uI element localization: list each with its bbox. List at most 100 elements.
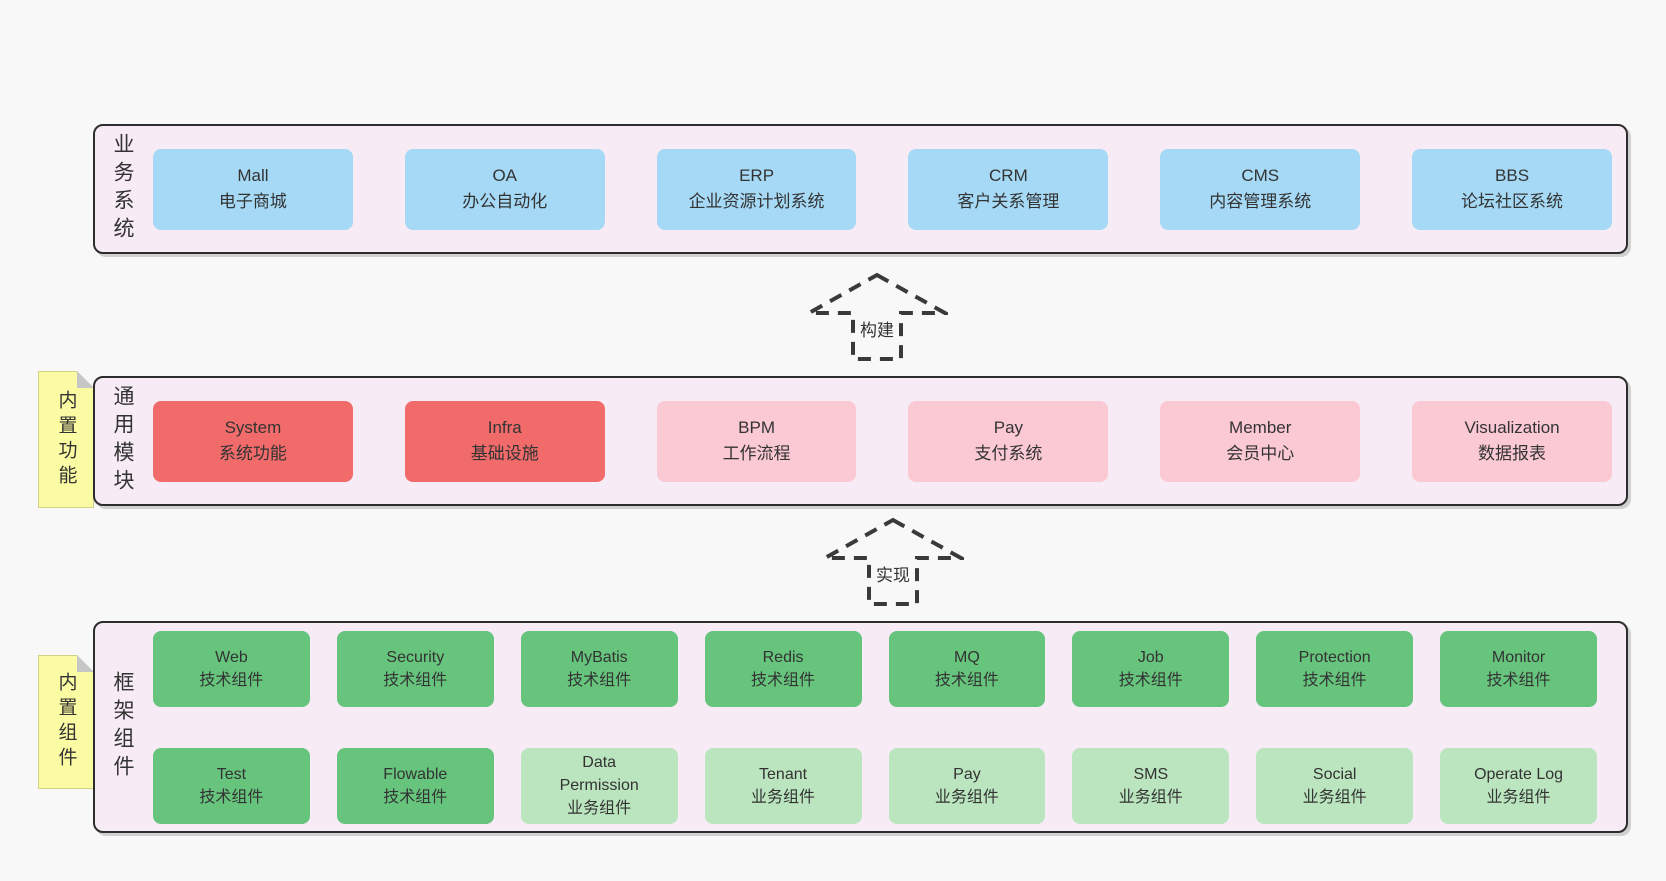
box-subtitle: 支付系统 xyxy=(974,444,1043,463)
box-subtitle: 电子商城 xyxy=(218,192,287,211)
box-title: Operate Log xyxy=(1474,765,1564,783)
box-subtitle: 业务组件 xyxy=(1486,788,1551,806)
business-systems-layer: 业务系统 Mall 电子商城 OA 办公自动化 ERP 企业资源计划系统 CRM… xyxy=(93,124,1628,254)
box-subtitle: 系统功能 xyxy=(218,444,287,463)
box-infra: Infra 基础设施 xyxy=(404,400,605,482)
box-title: SMS xyxy=(1133,765,1169,783)
box-title: System xyxy=(224,418,282,437)
box-subtitle: 技术组件 xyxy=(383,671,448,689)
box-erp: ERP 企业资源计划系统 xyxy=(656,148,857,230)
box-subtitle: 业务组件 xyxy=(1118,788,1183,806)
box-title: Tenant xyxy=(759,765,808,783)
box-title: Visualization xyxy=(1464,418,1560,437)
sticky-note-builtin-features: 内置功能 xyxy=(38,371,94,508)
box-title: Job xyxy=(1137,648,1164,666)
box-title: Member xyxy=(1229,418,1292,437)
box-title: Web xyxy=(215,648,248,666)
box-subtitle: 业务组件 xyxy=(934,788,999,806)
box-redis: Redis 技术组件 xyxy=(704,630,862,707)
box-subtitle: 客户关系管理 xyxy=(957,192,1060,211)
up-arrow-icon xyxy=(806,272,948,361)
box-subtitle: 技术组件 xyxy=(934,671,999,689)
box-title: BBS xyxy=(1495,166,1530,185)
layer-label-framework: 框架组件 xyxy=(111,671,134,783)
box-title: Pay xyxy=(953,765,981,783)
box-title: Mall xyxy=(237,166,269,185)
box-oa: OA 办公自动化 xyxy=(404,148,605,230)
business-box-row: Mall 电子商城 OA 办公自动化 ERP 企业资源计划系统 CRM 客户关系… xyxy=(149,126,1626,252)
box-title: CRM xyxy=(989,166,1028,185)
box-subtitle: 业务组件 xyxy=(1302,788,1367,806)
box-sms: SMS 业务组件 xyxy=(1072,747,1230,824)
box-bpm: BPM 工作流程 xyxy=(656,400,857,482)
box-subtitle: 技术组件 xyxy=(383,788,448,806)
box-bbs: BBS 论坛社区系统 xyxy=(1412,148,1612,230)
box-title: Data Permission xyxy=(559,754,639,794)
folded-corner-icon xyxy=(77,371,94,388)
build-arrow: 构建 xyxy=(806,272,948,362)
implement-arrow: 实现 xyxy=(822,517,964,607)
box-test: Test 技术组件 xyxy=(153,747,310,824)
box-system: System 系统功能 xyxy=(153,400,353,482)
box-title: Social xyxy=(1312,765,1357,783)
arrow-label-implement: 实现 xyxy=(873,561,913,586)
arrow-label-build: 构建 xyxy=(857,316,897,341)
box-subtitle: 工作流程 xyxy=(722,444,791,463)
box-subtitle: 内容管理系统 xyxy=(1209,192,1312,211)
common-box-row: System 系统功能 Infra 基础设施 BPM 工作流程 Pay 支付系统… xyxy=(149,378,1626,504)
box-subtitle: 技术组件 xyxy=(751,671,816,689)
layer-label-common: 通用模块 xyxy=(111,385,134,497)
folded-corner-icon xyxy=(77,655,94,672)
box-visualization: Visualization 数据报表 xyxy=(1412,400,1612,482)
note-label: 内置组件 xyxy=(55,672,77,772)
box-subtitle: 论坛社区系统 xyxy=(1461,192,1564,211)
framework-components-layer: 框架组件 Web 技术组件 Security 技术组件 MyBatis 技术组件… xyxy=(93,621,1628,833)
box-title: ERP xyxy=(739,166,775,185)
note-background xyxy=(38,371,94,508)
box-title: Monitor xyxy=(1491,648,1546,666)
box-title: MyBatis xyxy=(570,648,628,666)
box-subtitle: 办公自动化 xyxy=(462,192,548,211)
box-monitor: Monitor 技术组件 xyxy=(1440,630,1597,707)
box-title: OA xyxy=(492,166,518,185)
box-subtitle: 数据报表 xyxy=(1478,444,1547,463)
box-subtitle: 企业资源计划系统 xyxy=(688,192,825,211)
box-mq: MQ 技术组件 xyxy=(888,630,1046,707)
box-pay-business: Pay 业务组件 xyxy=(888,747,1046,824)
box-title: Security xyxy=(386,648,445,666)
framework-row-2: Test 技术组件 Flowable 技术组件 Data Permission … xyxy=(153,740,1597,831)
up-arrow-icon xyxy=(822,517,964,606)
box-subtitle: 技术组件 xyxy=(1118,671,1183,689)
box-title: CMS xyxy=(1241,166,1280,185)
box-subtitle: 技术组件 xyxy=(199,788,264,806)
box-title: Pay xyxy=(993,418,1024,437)
framework-row-1: Web 技术组件 Security 技术组件 MyBatis 技术组件 Redi… xyxy=(153,623,1597,714)
box-subtitle: 技术组件 xyxy=(1302,671,1367,689)
layer-label-business: 业务系统 xyxy=(111,133,134,245)
box-web: Web 技术组件 xyxy=(153,630,310,707)
framework-box-rows: Web 技术组件 Security 技术组件 MyBatis 技术组件 Redi… xyxy=(149,623,1626,831)
box-mybatis: MyBatis 技术组件 xyxy=(520,630,678,707)
box-title: Test xyxy=(216,765,247,783)
box-flowable: Flowable 技术组件 xyxy=(336,747,494,824)
note-label: 内置功能 xyxy=(55,389,77,490)
box-subtitle: 技术组件 xyxy=(1486,671,1551,689)
box-subtitle: 技术组件 xyxy=(567,671,632,689)
box-member: Member 会员中心 xyxy=(1160,400,1361,482)
box-crm: CRM 客户关系管理 xyxy=(908,148,1109,230)
box-tenant: Tenant 业务组件 xyxy=(704,747,862,824)
box-cms: CMS 内容管理系统 xyxy=(1160,148,1361,230)
box-title: BPM xyxy=(738,418,775,437)
box-pay: Pay 支付系统 xyxy=(908,400,1109,482)
box-data-permission: Data Permission 业务组件 xyxy=(520,747,678,824)
box-title: MQ xyxy=(954,648,980,666)
box-title: Flowable xyxy=(383,765,448,783)
sticky-note-builtin-components: 内置组件 xyxy=(38,655,94,789)
box-protection: Protection 技术组件 xyxy=(1256,630,1414,707)
box-security: Security 技术组件 xyxy=(336,630,494,707)
box-title: Protection xyxy=(1298,648,1371,666)
box-social: Social 业务组件 xyxy=(1256,747,1414,824)
common-modules-layer: 通用模块 System 系统功能 Infra 基础设施 BPM 工作流程 Pay… xyxy=(93,376,1628,506)
box-subtitle: 会员中心 xyxy=(1226,444,1295,463)
